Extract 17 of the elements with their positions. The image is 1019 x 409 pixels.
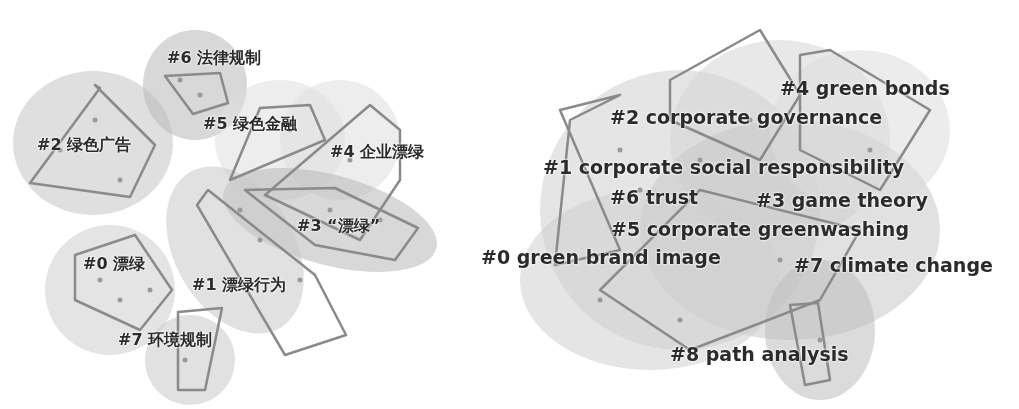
cluster-label: #7 环境规制 [118, 332, 213, 348]
cluster-label: #6 trust [610, 188, 699, 207]
cluster-label: #8 path analysis [670, 345, 849, 364]
cluster-label: #0 green brand image [481, 248, 721, 267]
cluster-label: #1 漂绿行为 [192, 277, 287, 293]
cluster-label: #4 企业漂绿 [330, 144, 425, 160]
cluster-label: #2 绿色广告 [37, 137, 132, 153]
cluster-label: #4 green bonds [780, 79, 950, 98]
cluster-label: #1 corporate social responsibility [543, 158, 905, 177]
cluster-label: #0 漂绿 [83, 256, 146, 272]
cluster-label: #3 “漂绿” [297, 218, 381, 234]
cluster-label: #7 climate change [794, 256, 993, 275]
cluster-label: #3 game theory [756, 191, 928, 210]
cluster-label: #6 法律规制 [167, 50, 262, 66]
cluster-label: #2 corporate governance [610, 108, 883, 127]
cluster-label: #5 绿色金融 [203, 116, 298, 132]
cluster-label: #5 corporate greenwashing [611, 220, 909, 239]
